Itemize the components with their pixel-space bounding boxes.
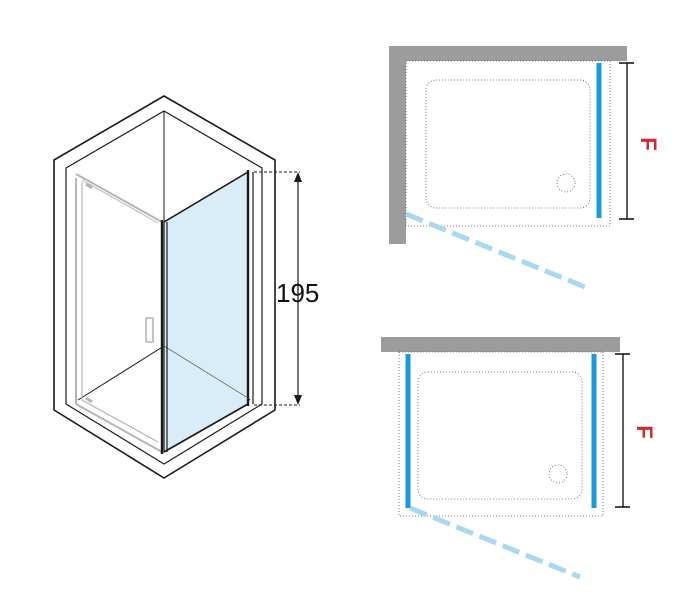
- plan-top-back-wall: [389, 46, 627, 61]
- plan-bottom-drain: [548, 464, 568, 484]
- door-frame-inner: [81, 182, 159, 443]
- door-lower-pivot: [85, 396, 93, 404]
- door-top-rail: [75, 173, 163, 223]
- height-arrow-top: [294, 172, 302, 182]
- plan-bottom-tray-basin: [417, 371, 583, 500]
- door-frame-outer: [75, 178, 163, 453]
- panel-top-edge: [163, 171, 249, 223]
- pivot-door: [75, 173, 163, 453]
- plan-top-dimension-label: F: [636, 137, 661, 150]
- height-label: 195: [276, 278, 319, 308]
- door-upper-pivot: [85, 182, 93, 190]
- plan-top-tray-outline: [405, 60, 611, 227]
- plan-view-top: [389, 46, 634, 290]
- side-panel-floor-line: [163, 345, 249, 399]
- height-arrow-bottom: [294, 395, 302, 405]
- plan-bottom-door-swing: [409, 505, 581, 580]
- plan-top-drain: [556, 173, 576, 193]
- plan-view-bottom: [381, 337, 630, 580]
- isometric-view: [53, 95, 276, 479]
- plan-bottom-dimension-label: F: [632, 425, 657, 438]
- plan-top-tray-basin: [425, 79, 591, 209]
- panel-bottom-edge: [163, 403, 249, 453]
- floor-edge-left: [77, 345, 165, 401]
- door-top-rail-inner: [81, 179, 159, 224]
- plan-bottom-back-wall: [381, 337, 620, 352]
- plan-bottom-tray-outline: [398, 351, 604, 517]
- plan-top-door-swing: [405, 211, 586, 290]
- height-dimension: [254, 171, 302, 406]
- door-handle: [145, 317, 154, 343]
- plan-top-side-wall: [389, 46, 406, 244]
